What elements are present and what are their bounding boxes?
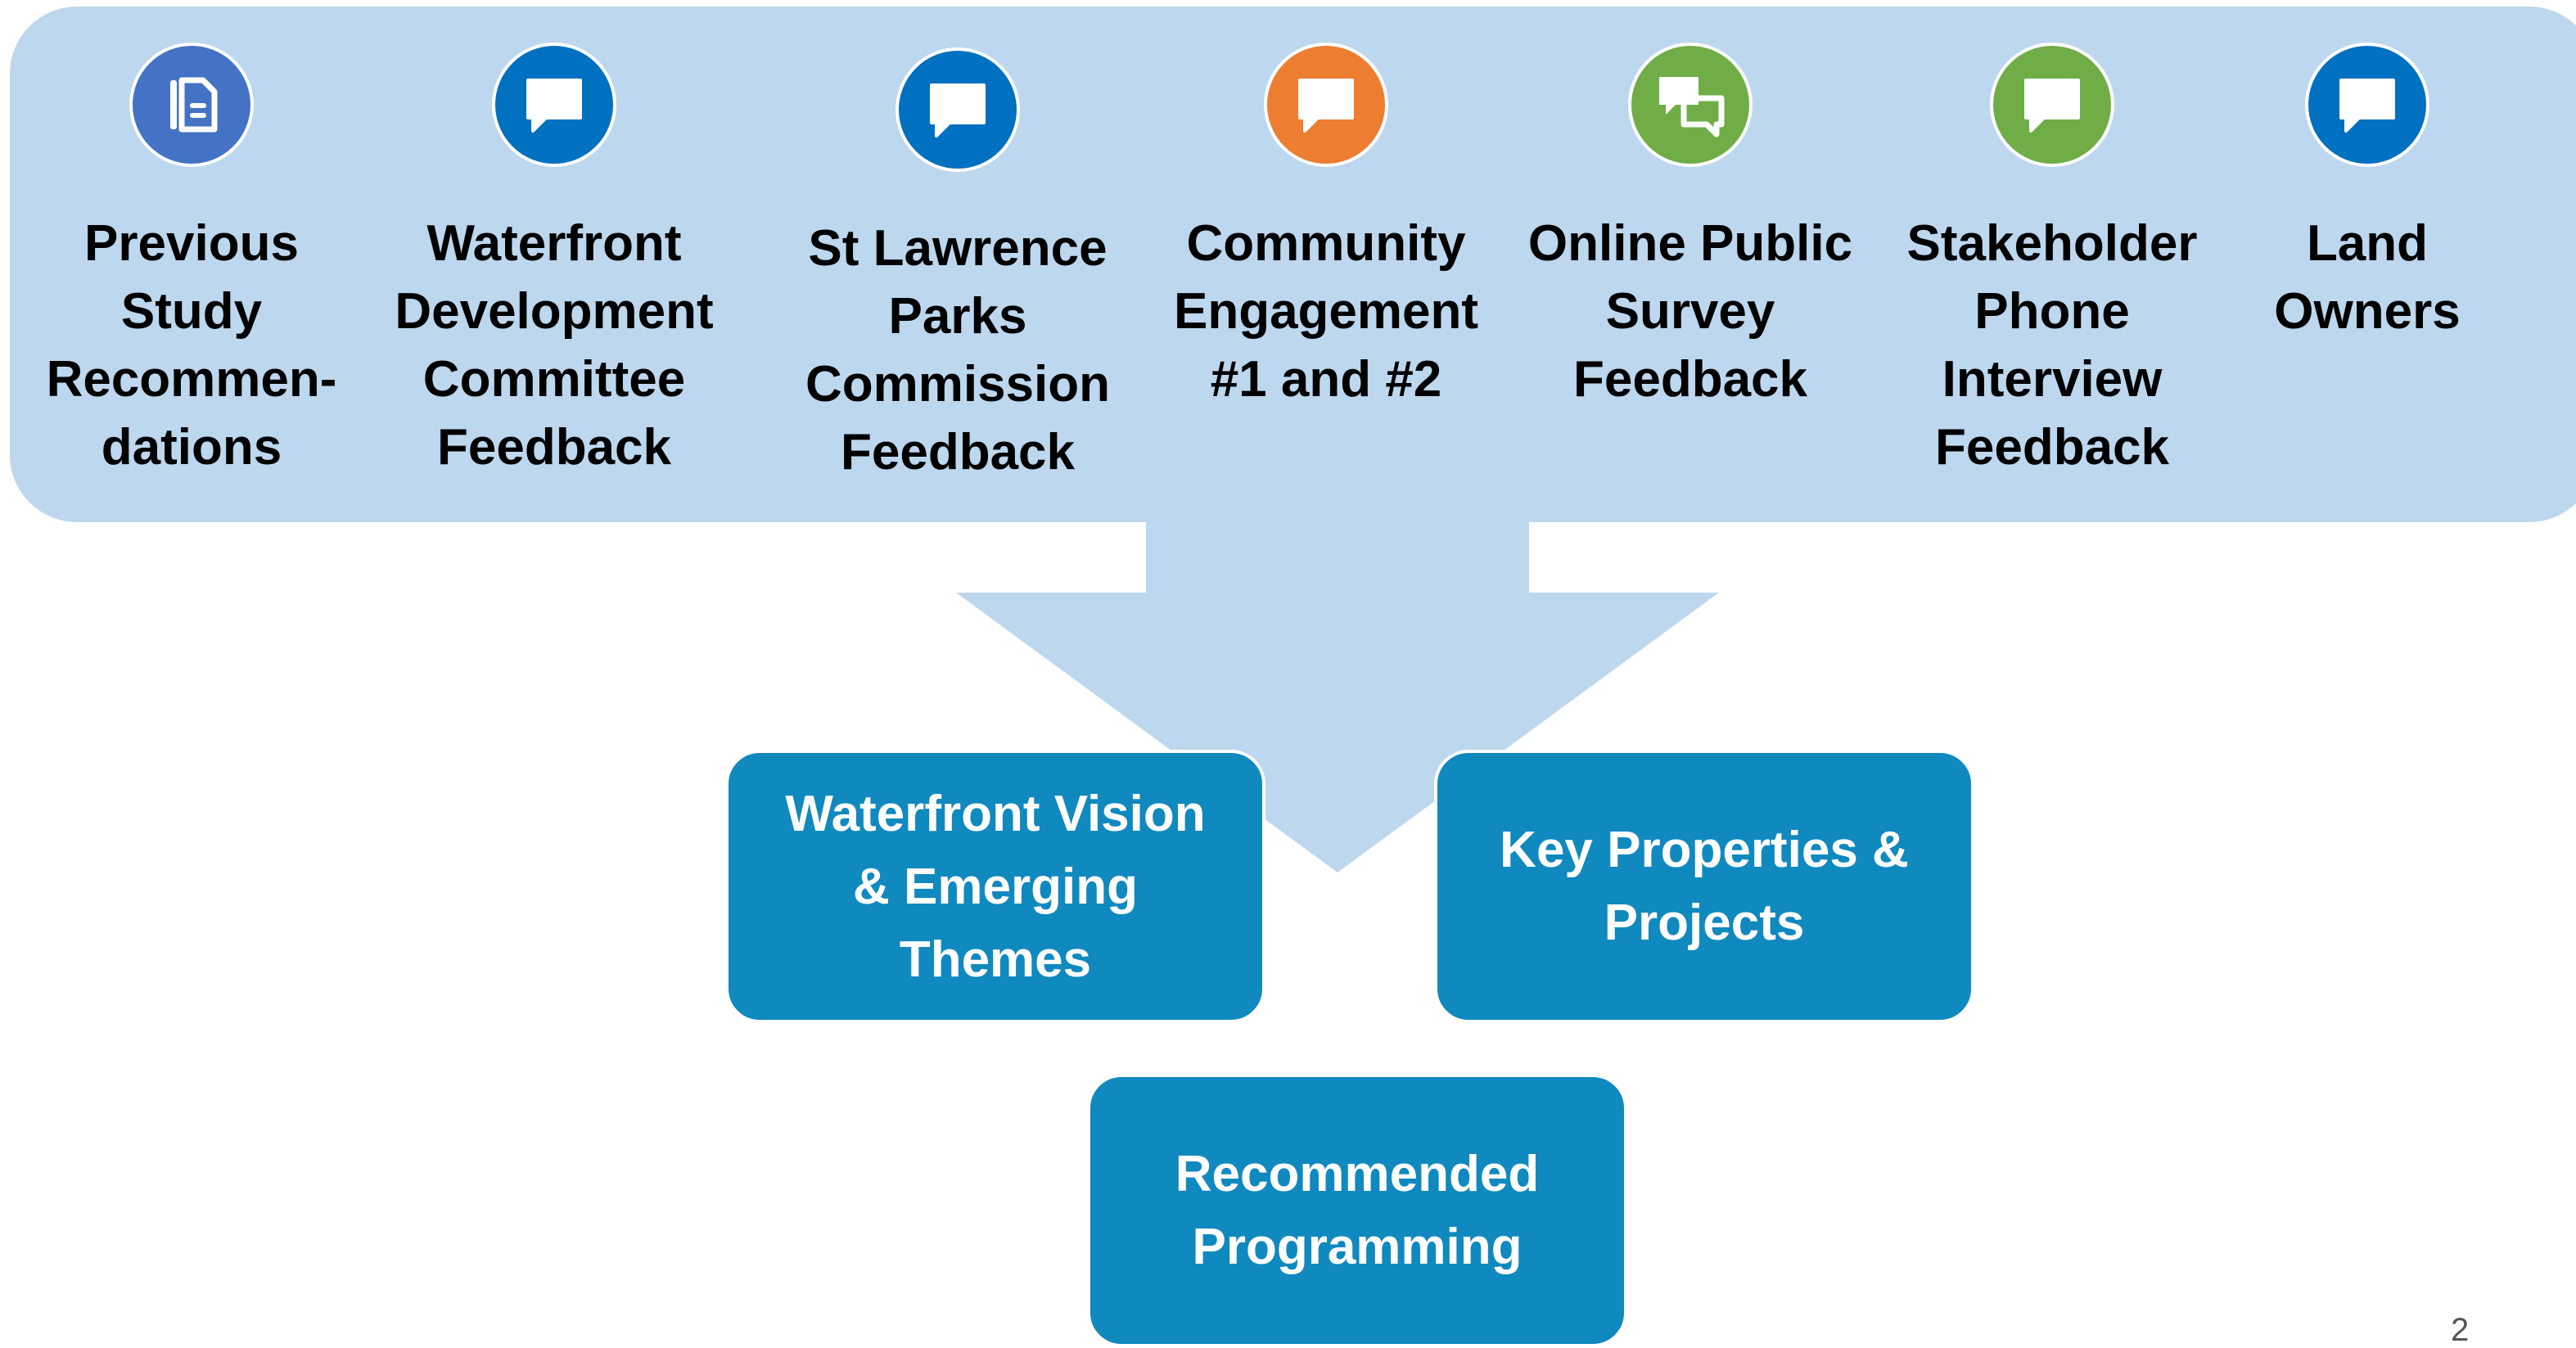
source-stakeholder-interview: Stakeholder Phone Interview Feedback: [1872, 43, 2232, 481]
output-label-programming: Recommended Programming: [1175, 1146, 1540, 1275]
conversation-bubbles-icon: [1628, 43, 1753, 167]
output-label-vision: Waterfront Vision & Emerging Themes: [785, 785, 1206, 988]
output-box-programming: Recommended Programming: [1087, 1074, 1627, 1347]
source-community-engagement: Community Engagement #1 and #2: [1146, 43, 1506, 413]
page-number: 2: [2451, 1312, 2470, 1348]
source-label-stakeholder-interview: Stakeholder Phone Interview Feedback: [1906, 215, 2198, 476]
speech-bubble-icon: [1264, 43, 1388, 167]
source-label-community-engagement: Community Engagement #1 and #2: [1173, 215, 1479, 408]
source-previous-study: Previous Study Recommen-dations: [11, 43, 372, 481]
speech-bubble-icon: [1990, 43, 2114, 167]
source-label-previous-study: Previous Study Recommen-dations: [46, 215, 337, 476]
source-label-land-owners: Land Owners: [2274, 215, 2461, 340]
source-online-survey: Online Public Survey Feedback: [1510, 43, 1870, 413]
speech-bubble-icon: [896, 47, 1020, 172]
output-label-properties: Key Properties & Projects: [1500, 822, 1909, 951]
speech-bubble-icon: [2305, 43, 2429, 167]
output-box-vision: Waterfront Vision & Emerging Themes: [725, 750, 1265, 1023]
source-label-online-survey: Online Public Survey Feedback: [1527, 215, 1853, 408]
speech-bubble-icon: [492, 43, 616, 167]
source-label-waterfront-committee: Waterfront Development Committee Feedbac…: [395, 215, 714, 476]
source-label-st-lawrence-parks: St Lawrence Parks Commission Feedback: [805, 220, 1111, 480]
source-land-owners: Land Owners: [2212, 43, 2523, 345]
funnel-arrow-shape: [956, 491, 1719, 872]
source-st-lawrence-parks: St Lawrence Parks Commission Feedback: [778, 47, 1138, 486]
source-waterfront-committee: Waterfront Development Committee Feedbac…: [374, 43, 734, 481]
output-box-properties: Key Properties & Projects: [1434, 750, 1974, 1023]
document-icon: [129, 43, 254, 167]
